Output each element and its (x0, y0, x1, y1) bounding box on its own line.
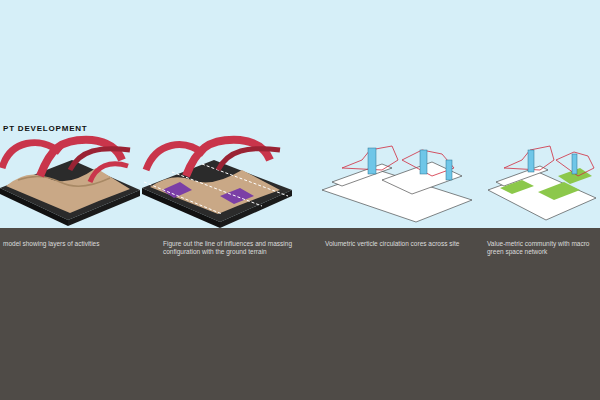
purple-zone (220, 188, 254, 204)
terrain-layer (18, 176, 110, 186)
red-ribbon (218, 149, 280, 170)
board-title: PT DEVELOPMENT (3, 124, 88, 133)
step-caption: Volumetric verticle circulation cores ac… (325, 240, 465, 248)
red-outline (342, 146, 454, 176)
circulation-model (322, 146, 472, 222)
wire-block (332, 164, 392, 186)
step-caption: model showing layers of activities (3, 240, 133, 248)
red-outline (504, 146, 594, 176)
circulation-core (368, 148, 376, 174)
influence-line (144, 164, 288, 214)
massing-model (142, 140, 292, 228)
circulation-core (446, 160, 452, 180)
circulation-core (528, 150, 534, 172)
green-space (538, 182, 580, 200)
circulation-core (420, 150, 427, 174)
step-caption: Figure out the line of influences and ma… (163, 240, 308, 256)
step-caption: Value-metric community with macro green … (487, 240, 595, 256)
circulation-core (572, 154, 577, 174)
green-network-model (488, 146, 596, 220)
green-space (500, 180, 534, 194)
terrain (6, 168, 130, 213)
layered-model (0, 140, 140, 226)
red-ribbon (90, 164, 128, 182)
